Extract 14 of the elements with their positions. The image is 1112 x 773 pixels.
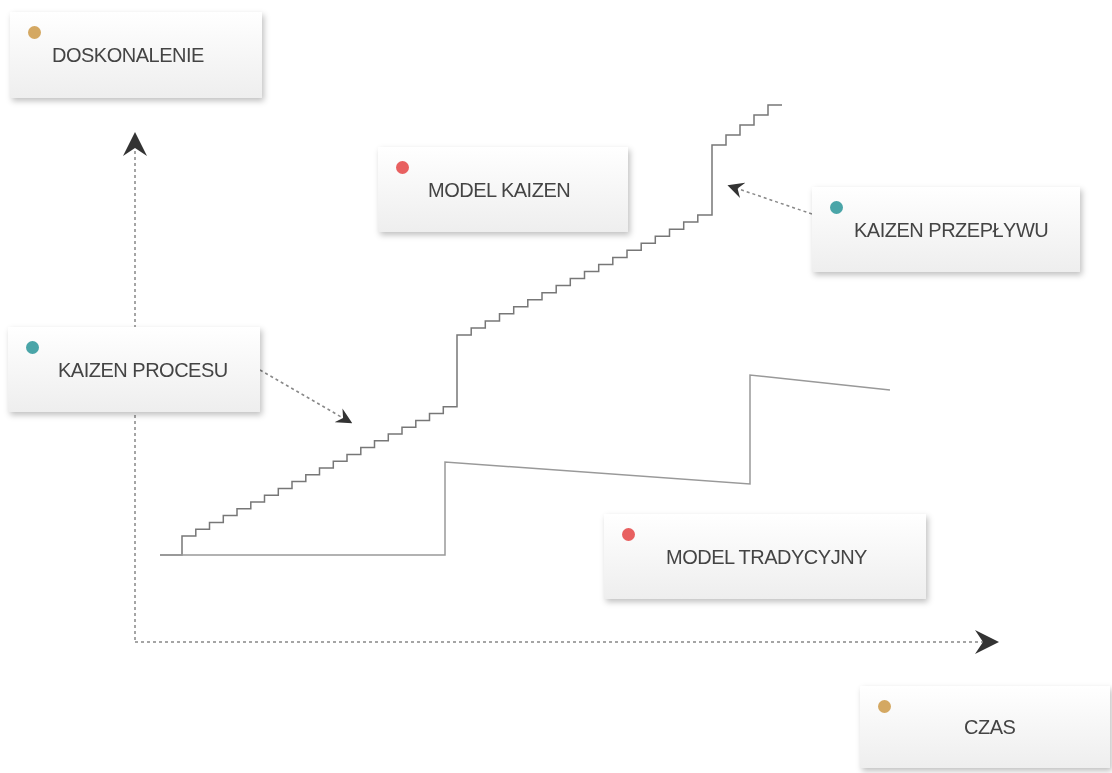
label-card bbox=[10, 12, 262, 98]
card-label: MODEL TRADYCYJNY bbox=[666, 545, 867, 568]
label-card bbox=[604, 514, 926, 599]
leader-arrow bbox=[259, 369, 353, 424]
card-label: DOSKONALENIE bbox=[52, 43, 204, 67]
card-label: KAIZEN PROCESU bbox=[58, 358, 228, 381]
card-label: MODEL KAIZEN bbox=[428, 178, 571, 201]
card-label: CZAS bbox=[964, 715, 1016, 739]
label-card bbox=[8, 327, 260, 412]
label-card bbox=[812, 187, 1080, 272]
card-label: KAIZEN PRZEPŁYWU bbox=[854, 218, 1049, 241]
label-card bbox=[860, 686, 1110, 768]
label-card bbox=[378, 147, 628, 232]
leader-arrow bbox=[727, 182, 813, 215]
